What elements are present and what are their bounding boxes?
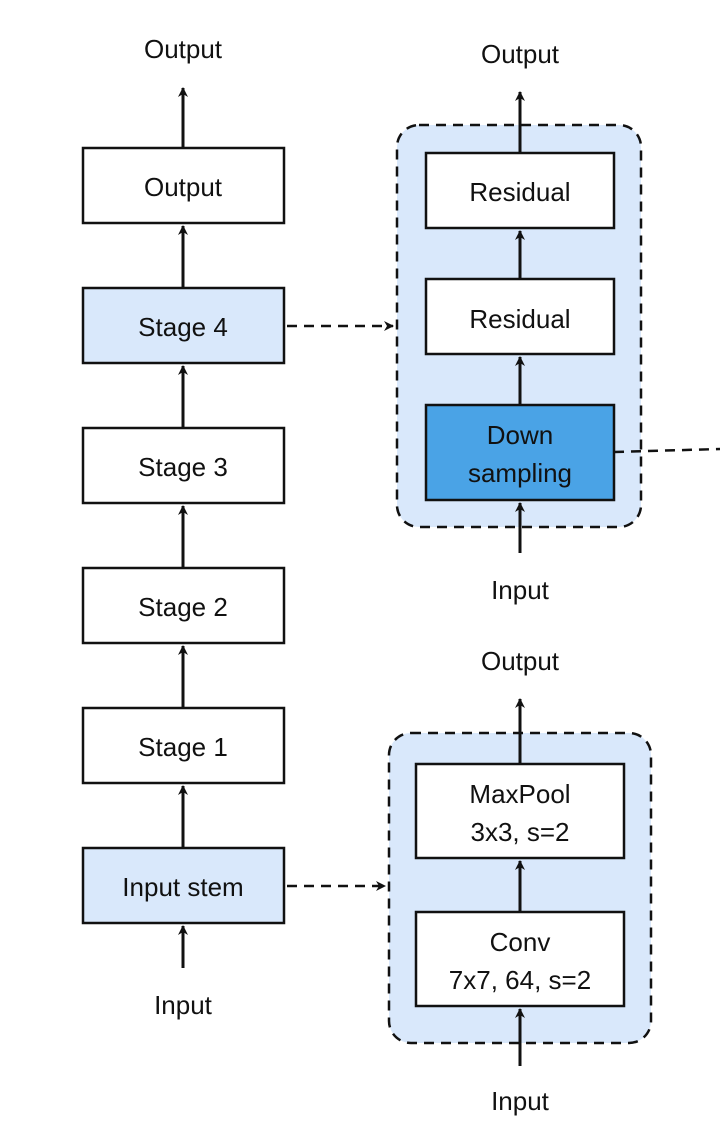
box-stage-1-label: Stage 1 [138, 732, 228, 762]
box-stage-4-label: Stage 4 [138, 312, 228, 342]
box-maxpool-line2: 3x3, s=2 [470, 817, 569, 847]
stem-detail-input-label: Input [491, 1086, 550, 1116]
box-output-label: Output [144, 172, 223, 202]
box-stage-3-label: Stage 3 [138, 452, 228, 482]
box-input-stem-label: Input stem [122, 872, 243, 902]
downsampling-shortcut-dashed-line [613, 447, 720, 454]
box-stage-2 [81, 566, 286, 645]
main-output-label: Output [144, 34, 223, 64]
box-residual-top [424, 151, 616, 230]
box-input-stem [81, 846, 286, 925]
main-column: Output Output Stage 4 Stage 3 Stage 2 St… [81, 34, 286, 1020]
box-stage-3 [81, 426, 286, 505]
stage-detail-output-label: Output [481, 39, 560, 69]
main-input-label: Input [154, 990, 213, 1020]
box-stage-2-label: Stage 2 [138, 592, 228, 622]
box-residual-top-label: Residual [469, 177, 570, 207]
stem-detail-output-label: Output [481, 646, 560, 676]
stage-detail-input-label: Input [491, 575, 550, 605]
box-output [81, 146, 286, 225]
box-residual-middle [424, 277, 616, 356]
box-conv-line1: Conv [490, 927, 551, 957]
box-downsampling-line2: sampling [468, 458, 572, 488]
box-maxpool-line1: MaxPool [469, 779, 570, 809]
stage-detail-group: Output Residual Residual Down sampling I… [395, 39, 720, 605]
box-downsampling-line1: Down [487, 420, 553, 450]
box-stage-1 [81, 706, 286, 785]
box-stage-4 [81, 286, 286, 365]
box-conv [414, 910, 626, 1008]
box-downsampling [424, 403, 616, 502]
box-conv-line2: 7x7, 64, s=2 [449, 965, 591, 995]
stem-detail-group: Output MaxPool 3x3, s=2 Conv 7x7, 64, s=… [387, 646, 653, 1116]
box-maxpool [414, 762, 626, 860]
box-residual-middle-label: Residual [469, 304, 570, 334]
